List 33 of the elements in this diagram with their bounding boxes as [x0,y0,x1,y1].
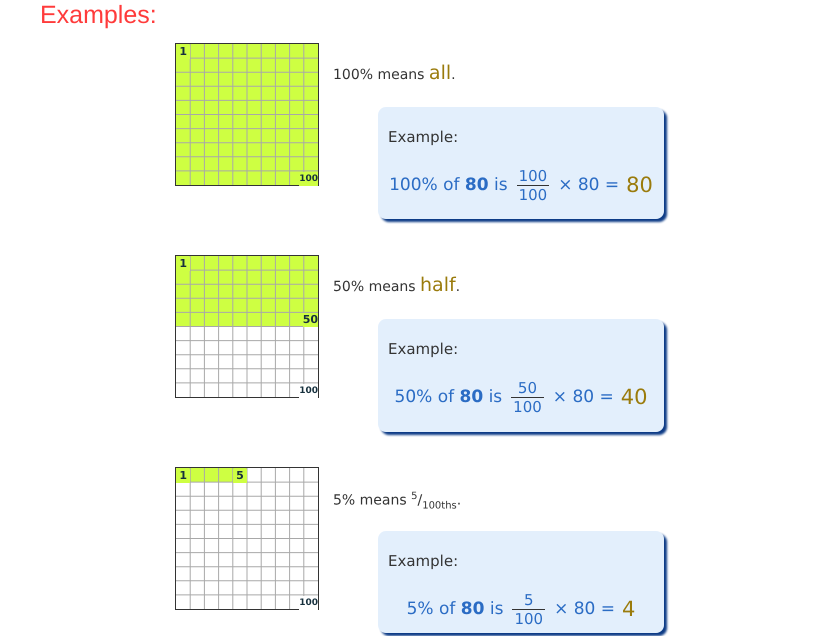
equation-text: × 80 = [552,386,614,408]
equation-text: 100% of 80 is [389,174,508,196]
description-text: 100% means all. [333,62,456,86]
fraction-numerator: 50 [511,378,544,398]
description-text: 50% means half. [333,274,460,298]
description-text: 5% means $^{5}$/$_{100ths}$. [333,490,462,514]
fraction-denominator: 100 [518,186,548,204]
equation-result: 4 [622,597,636,621]
example-card [378,319,664,432]
equation-result: 40 [620,385,648,409]
equation-text: × 80 = [558,174,620,196]
example-card [378,531,664,633]
fraction-denominator: 100 [512,398,543,416]
cell-number: 100 [299,172,318,186]
cell-number: 1 [176,469,190,483]
cell-number: 100 [299,596,318,610]
cell-number: 1 [176,45,190,59]
example-heading: Example: [388,551,458,571]
example-heading: Example: [388,127,458,147]
example-heading: Example: [388,339,458,359]
equation-text: 5% of 80 is [406,598,504,620]
fraction-numerator: 5 [512,590,546,610]
fraction-numerator: 100 [516,166,550,186]
equation-result: 80 [626,173,653,197]
cell-number: 5 [233,469,247,483]
cell-number: 1 [176,257,190,271]
cell-number: 50 [302,313,318,328]
example-card [378,107,664,219]
cell-number: 100 [299,384,318,398]
equation-text: × 80 = [554,598,616,620]
fraction-denominator: 100 [513,610,544,628]
page-title: Examples: [40,0,157,30]
equation-text: 50% of 80 is [394,386,502,408]
